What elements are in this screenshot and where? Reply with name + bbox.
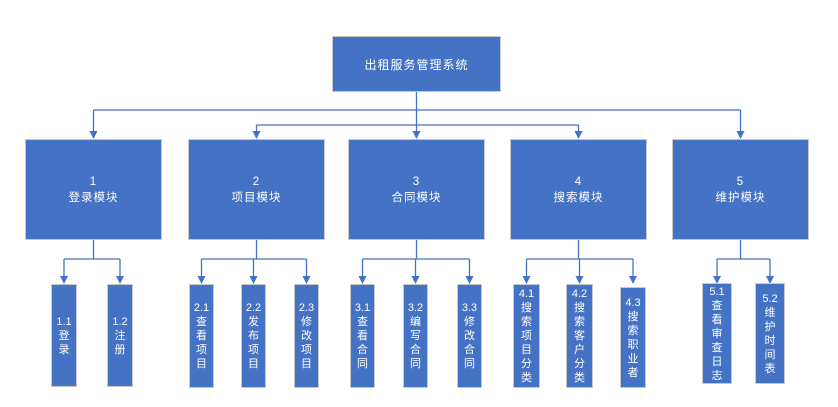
module-number: 3 xyxy=(412,175,421,188)
module-name: 登录模块 xyxy=(68,191,119,204)
root-node[interactable]: 出租服务管理系统 xyxy=(332,36,501,92)
module-number: 5 xyxy=(736,175,745,188)
module-name: 合同模块 xyxy=(391,191,442,204)
root-title: 出租服务管理系统 xyxy=(364,57,469,72)
module-number: 4 xyxy=(574,175,583,188)
module-node-project[interactable]: 2 项目模块 xyxy=(188,139,325,240)
module-node-login[interactable]: 1 登录模块 xyxy=(25,139,162,240)
module-number: 2 xyxy=(252,175,261,188)
module-number: 1 xyxy=(89,175,98,188)
module-node-contract[interactable]: 3 合同模块 xyxy=(348,139,485,240)
module-node-search[interactable]: 4 搜索模块 xyxy=(510,139,647,240)
module-name: 项目模块 xyxy=(231,191,282,204)
module-name: 维护模块 xyxy=(715,191,766,204)
module-name: 搜索模块 xyxy=(553,191,604,204)
module-node-maintenance[interactable]: 5 维护模块 xyxy=(672,139,809,240)
